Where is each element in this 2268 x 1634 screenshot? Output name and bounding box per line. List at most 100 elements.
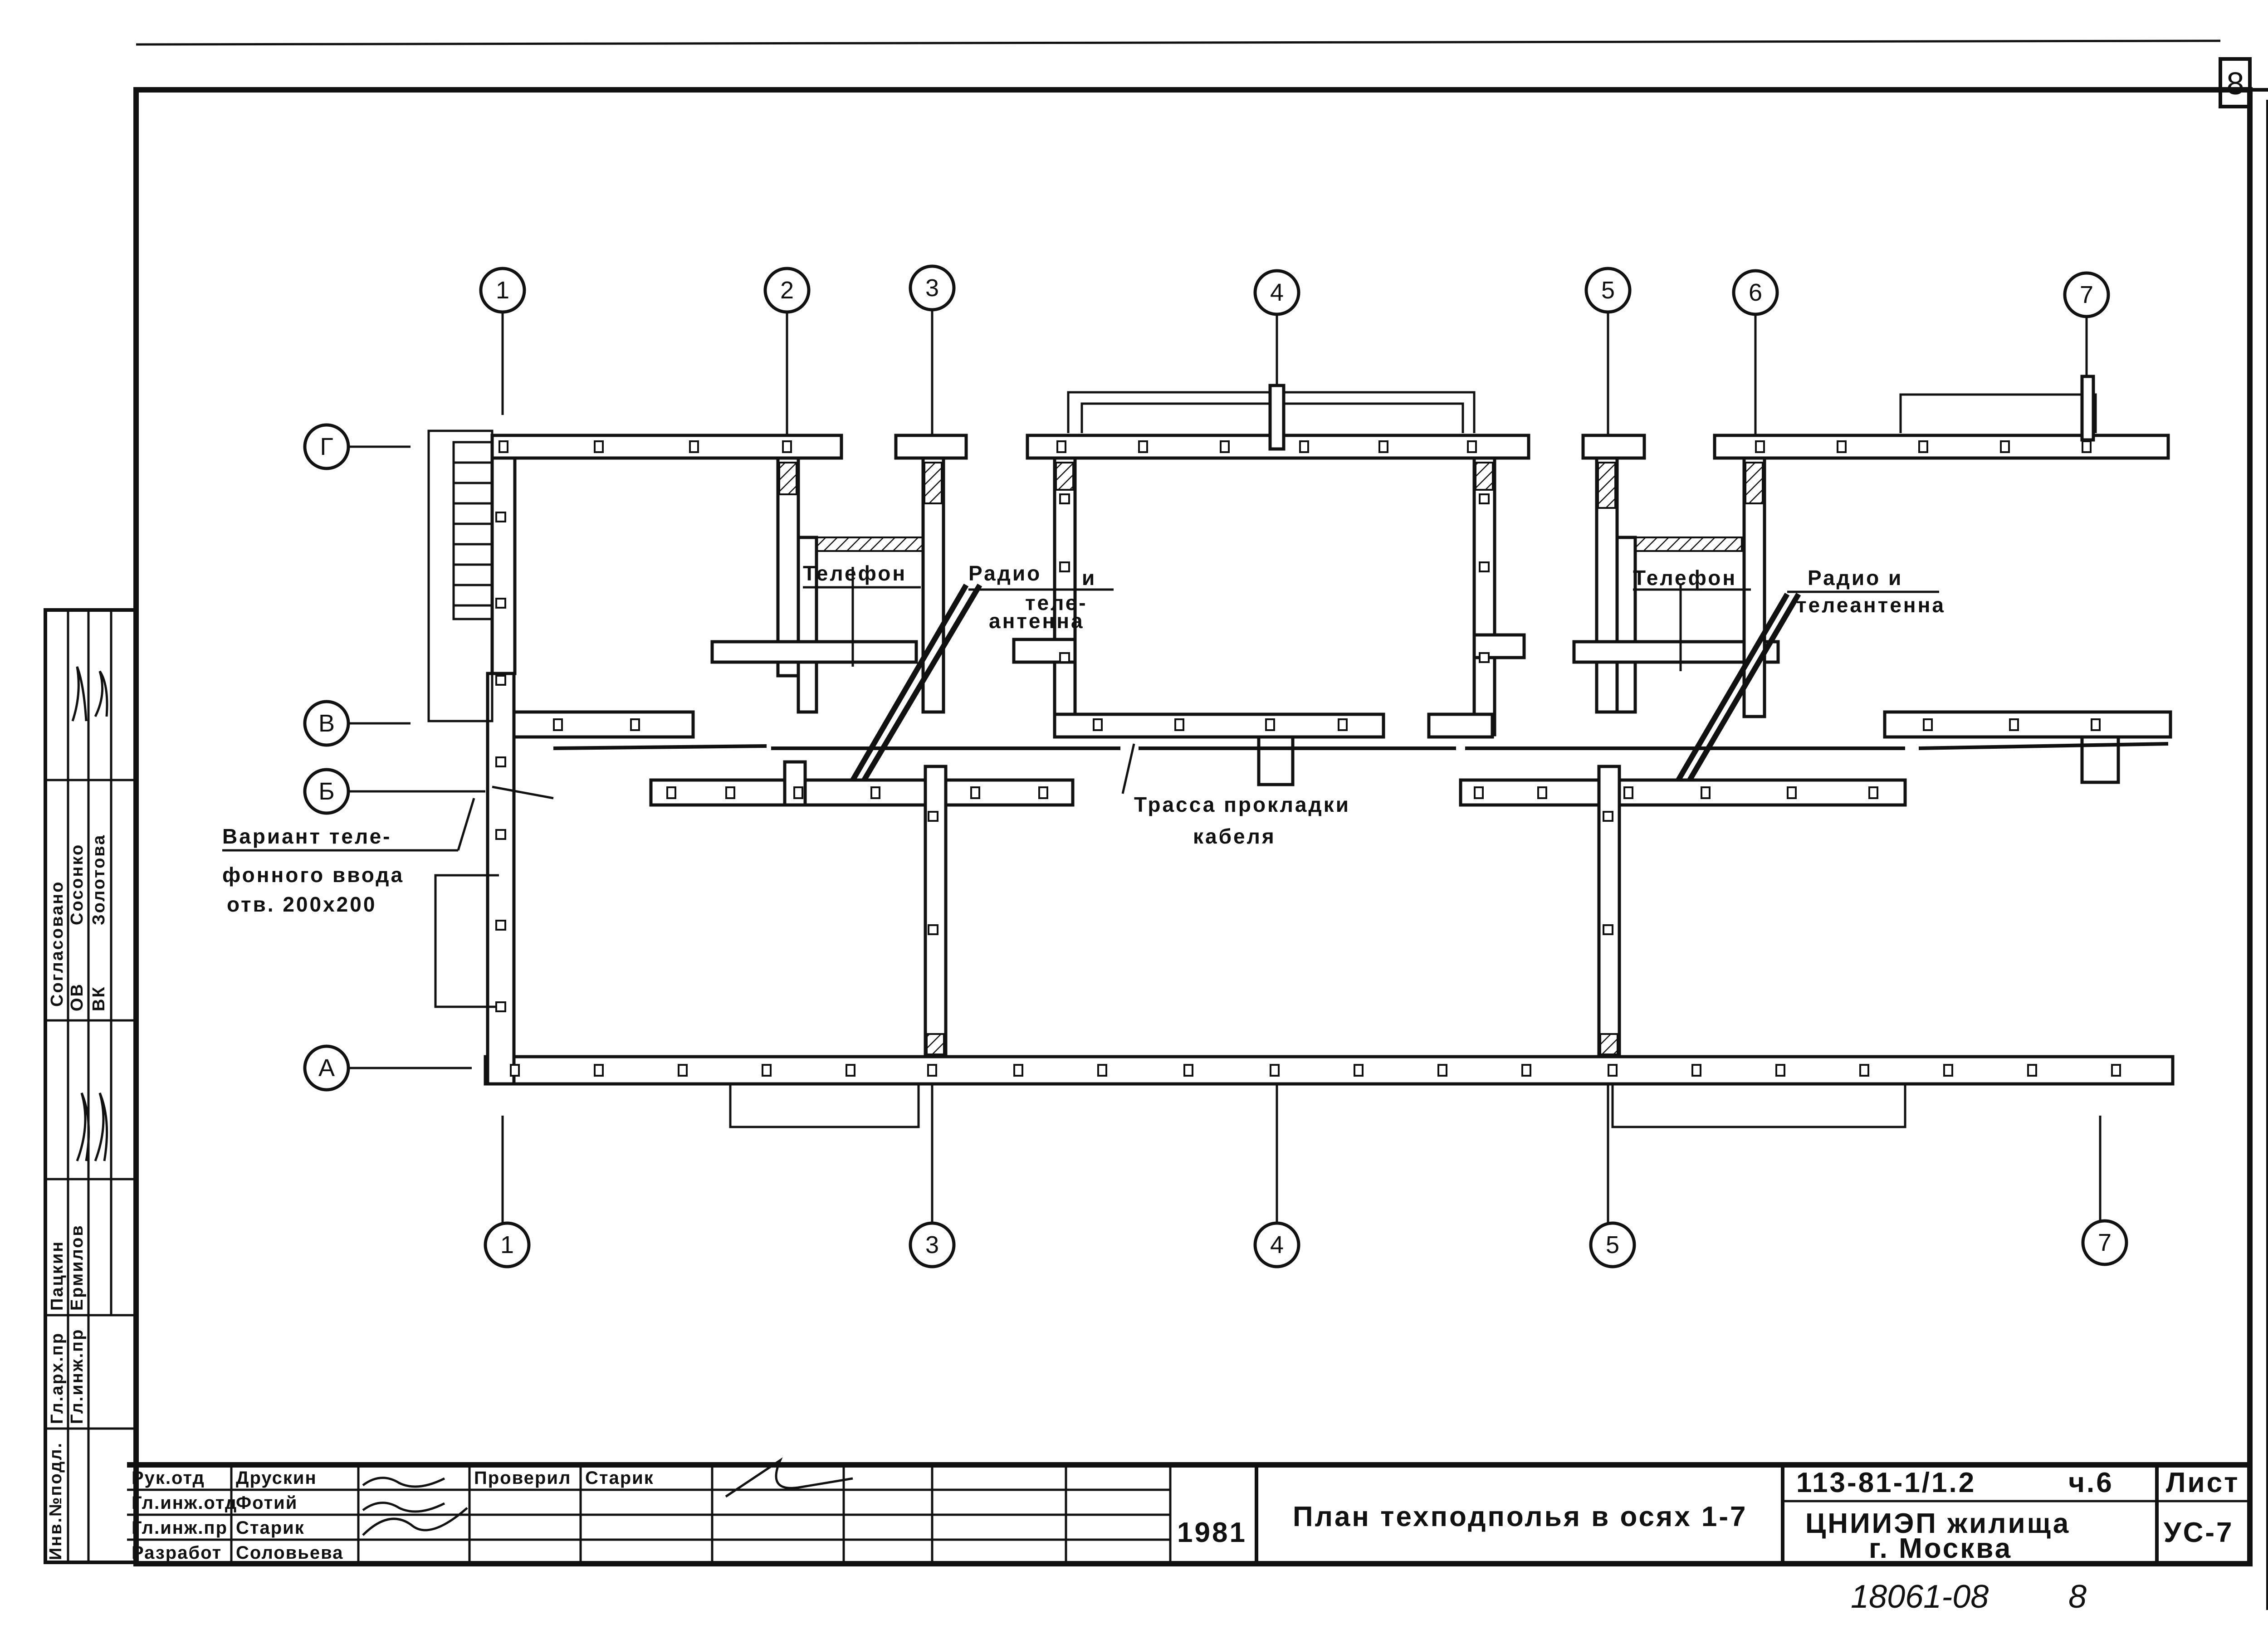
stamp-header: Согласовано	[48, 881, 67, 1007]
axis-2-top: 2	[763, 267, 811, 435]
wall-opening-mark	[666, 786, 676, 799]
handwritten-code: 18061-08	[1851, 1579, 1989, 1615]
tb-city: г. Москва	[1869, 1533, 2012, 1564]
stamp-vk: ВК	[89, 985, 108, 1011]
wall-opening-mark	[928, 811, 938, 822]
wall-axis-G-1-2	[490, 434, 843, 460]
wall-opening-mark	[1138, 440, 1148, 453]
wall-opening-mark	[495, 829, 506, 840]
svg-text:4: 4	[1270, 1231, 1284, 1258]
wall-opening-mark	[1479, 561, 1490, 572]
wall-opening-mark	[1837, 440, 1847, 453]
axis-4-bottom: 4	[1253, 1084, 1300, 1268]
stamp-arch-name: Пацкин	[48, 1240, 67, 1311]
tb-name-3: Соловьева	[236, 1543, 343, 1563]
wall-axis-1-upper	[490, 434, 517, 675]
axis-7-bottom: 7	[2081, 1116, 2128, 1266]
wall-opening-mark	[1097, 1064, 1107, 1077]
axis-3-bottom: 3	[909, 1084, 956, 1268]
wall-opening-mark	[725, 786, 735, 799]
wall-opening-mark	[1474, 786, 1484, 799]
sheet-number: 8	[2227, 66, 2244, 101]
wall-opening-mark	[782, 440, 792, 453]
stamp-eng-role: Гл.инж.пр	[68, 1328, 87, 1424]
axis-4-top: 4	[1253, 269, 1300, 385]
wall-opening-mark	[495, 512, 506, 522]
wall-axis-B-right	[1459, 778, 1907, 807]
wall-opening-mark	[1603, 811, 1613, 822]
floor-plan	[427, 375, 2175, 1128]
tb-org: ЦНИИЭП жилища	[1805, 1508, 2070, 1539]
wall-opening-mark	[1270, 1064, 1280, 1077]
tb-sheet-value: УС-7	[2164, 1517, 2234, 1548]
tb-role-1: Гл.инж.отд	[132, 1493, 237, 1513]
wall-opening-mark	[1859, 1064, 1869, 1077]
label-radio-1-antenna: антенна	[989, 609, 1085, 633]
wall-openings	[495, 440, 2121, 1077]
tb-role-0: Рук.отд	[132, 1468, 205, 1488]
wall-opening-mark	[630, 718, 640, 731]
wall-opening-mark	[1093, 718, 1103, 731]
svg-text:4: 4	[1270, 279, 1284, 306]
tb-checked-name: Старик	[585, 1468, 654, 1488]
wall-opening-mark	[1013, 1064, 1023, 1077]
wall-opening-mark	[1059, 652, 1070, 663]
wall-opening-mark	[1437, 1064, 1447, 1077]
title-block: Рук.отд Друскин Гл.инж.отд Фотий Гл.инж.…	[127, 1457, 2250, 1564]
wall-opening-mark	[1755, 440, 1765, 453]
wall-opening-mark	[1265, 718, 1275, 731]
wall-opening-mark	[689, 440, 699, 453]
svg-text:6: 6	[1749, 279, 1762, 306]
wall-opening-mark	[927, 1064, 937, 1077]
wall-opening-mark	[1378, 440, 1388, 453]
axis-G: Г	[303, 423, 411, 470]
wall-opening-mark	[495, 598, 506, 609]
tb-year: 1981	[1177, 1517, 1247, 1548]
label-telefon-1: Телефон	[803, 561, 907, 585]
wall-opening-mark	[1479, 652, 1490, 663]
wall-opening-mark	[1623, 786, 1633, 799]
axis-7-top: 7	[2063, 271, 2110, 381]
label-variant-3: отв. 200х200	[227, 893, 376, 916]
wall-opening-mark	[1056, 440, 1066, 453]
wall-opening-mark	[1787, 786, 1797, 799]
wall-opening-mark	[870, 786, 880, 799]
stamp-arch-role: Гл.арх.пр	[48, 1332, 67, 1424]
wall-opening-mark	[2091, 718, 2101, 731]
svg-text:1: 1	[500, 1231, 514, 1258]
axis-markers-left: Г В Б А	[303, 423, 485, 1092]
wall-opening-mark	[495, 756, 506, 767]
axis-1-bottom: 1	[484, 1116, 531, 1268]
label-radio-2: Радио и	[1808, 566, 1903, 590]
stamp-ob-name: Сосонко	[68, 844, 87, 925]
label-radio-1-tele: теле-	[1025, 591, 1088, 615]
wall-opening-mark	[1608, 1064, 1618, 1077]
wall-opening-mark	[793, 786, 803, 799]
tb-sheet-label: Лист	[2166, 1467, 2239, 1498]
wall-opening-mark	[2009, 718, 2019, 731]
wall-opening-mark	[1059, 493, 1070, 504]
svg-text:7: 7	[2098, 1229, 2112, 1256]
label-variant-1: Вариант теле-	[222, 824, 391, 848]
stamp-eng-name: Ермилов	[68, 1224, 87, 1311]
wall-axis-B-left	[649, 778, 1075, 807]
tb-part: ч.6	[2068, 1467, 2114, 1498]
wall-opening-mark	[553, 718, 563, 731]
wall-opening-mark	[1338, 718, 1348, 731]
svg-text:2: 2	[780, 277, 794, 304]
wall-opening-mark	[970, 786, 980, 799]
tb-name-0: Друскин	[236, 1468, 317, 1488]
wall-axis-V-left	[512, 710, 695, 739]
tb-checked-label: Проверил	[474, 1468, 571, 1488]
label-variant-2: фонного ввода	[222, 863, 404, 887]
axis-6-top: 6	[1732, 269, 1779, 435]
svg-text:5: 5	[1601, 277, 1615, 304]
wall-opening-mark	[2082, 440, 2092, 453]
tb-title: План техподполья в осях 1-7	[1293, 1501, 1748, 1532]
stamp-vk-name: Золотова	[89, 834, 108, 925]
tb-role-2: Гл.инж.пр	[132, 1518, 228, 1538]
wall-opening-mark	[1183, 1064, 1193, 1077]
wall-opening-mark	[495, 675, 506, 686]
wall-opening-mark	[1868, 786, 1878, 799]
